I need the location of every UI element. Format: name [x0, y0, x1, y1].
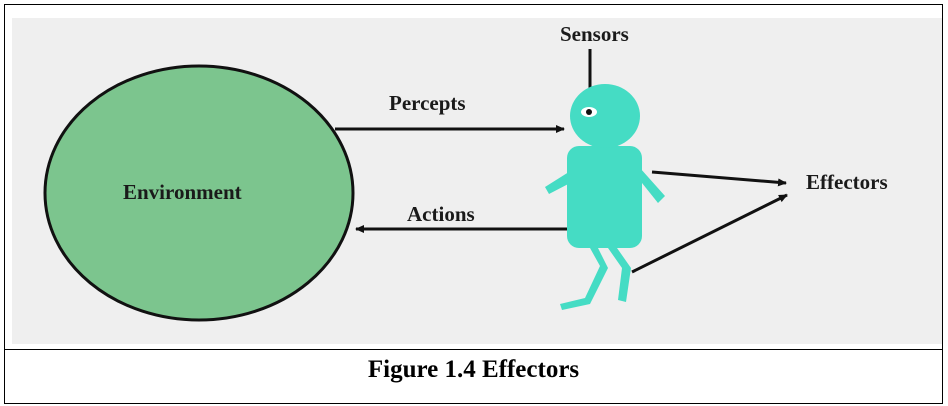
percepts-label: Percepts — [389, 91, 466, 115]
actions-label: Actions — [407, 202, 475, 226]
figure-caption: Figure 1.4 Effectors — [367, 356, 580, 383]
effectors-label: Effectors — [806, 170, 888, 194]
agent-figure-icon — [545, 84, 665, 310]
effectors-arrow-leg — [631, 193, 788, 274]
sensors-label: Sensors — [560, 22, 629, 46]
caption-divider — [4, 349, 943, 350]
environment-label: Environment — [123, 180, 242, 204]
eye-icon — [581, 107, 597, 117]
environment-ellipse — [43, 64, 355, 322]
effectors-arrow-arm — [651, 170, 787, 187]
